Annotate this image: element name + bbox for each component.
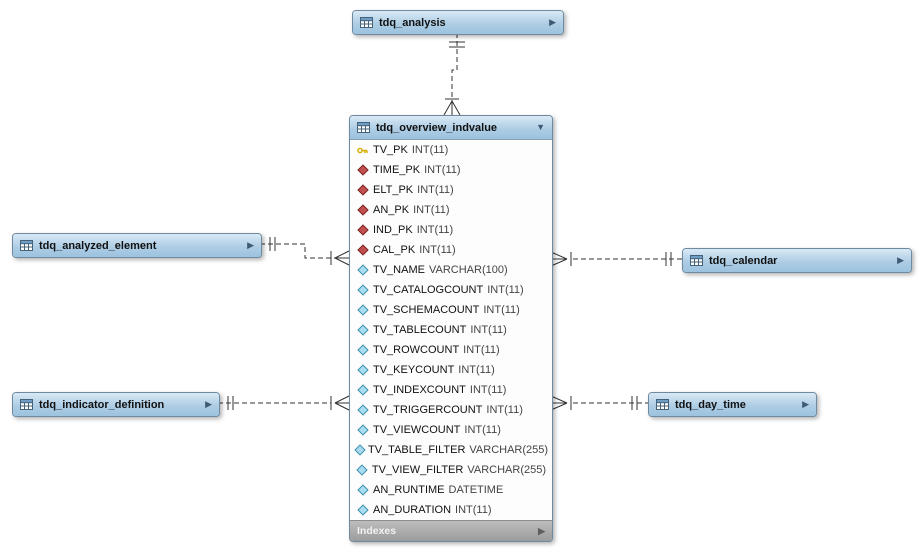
column-row[interactable]: TV_TRIGGERCOUNT INT(11) <box>350 400 552 420</box>
table-tdq-day-time[interactable]: tdq_day_time ▶ <box>648 392 817 417</box>
column-row[interactable]: TV_NAME VARCHAR(100) <box>350 260 552 280</box>
table-header[interactable]: tdq_day_time ▶ <box>649 393 816 416</box>
table-title: tdq_day_time <box>675 398 746 411</box>
column-row[interactable]: AN_PK INT(11) <box>350 200 552 220</box>
table-tdq-overview-indvalue[interactable]: tdq_overview_indvalue ▼ TV_PK INT(11) TI… <box>349 115 553 542</box>
table-tdq-analysis[interactable]: tdq_analysis ▶ <box>352 10 564 35</box>
foreign-key-icon <box>356 184 369 196</box>
column-icon <box>356 264 369 276</box>
expand-arrow-icon[interactable]: ▶ <box>247 240 254 250</box>
relation-analyzed-element-overview[interactable] <box>260 237 350 266</box>
column-icon <box>356 284 369 296</box>
foreign-key-icon <box>356 244 369 256</box>
table-title: tdq_overview_indvalue <box>376 121 498 134</box>
foreign-key-icon <box>356 204 369 216</box>
table-icon <box>357 122 370 133</box>
expand-arrow-icon[interactable]: ▶ <box>205 399 212 409</box>
expand-arrow-icon[interactable]: ▶ <box>802 399 809 409</box>
column-row[interactable]: TV_CATALOGCOUNT INT(11) <box>350 280 552 300</box>
table-title: tdq_analysis <box>379 16 446 29</box>
column-row[interactable]: TV_VIEWCOUNT INT(11) <box>350 420 552 440</box>
table-header[interactable]: tdq_overview_indvalue ▼ <box>350 116 552 140</box>
column-row[interactable]: TV_PK INT(11) <box>350 140 552 160</box>
table-header[interactable]: tdq_calendar ▶ <box>683 249 911 272</box>
relation-indicator-definition-overview[interactable] <box>218 395 350 411</box>
relation-overview-day-time[interactable] <box>550 395 648 411</box>
table-tdq-analyzed-element[interactable]: tdq_analyzed_element ▶ <box>12 233 262 258</box>
column-icon <box>356 464 368 476</box>
column-row[interactable]: TIME_PK INT(11) <box>350 160 552 180</box>
table-icon <box>656 399 669 410</box>
column-icon <box>356 384 369 396</box>
table-title: tdq_analyzed_element <box>39 239 157 252</box>
table-icon <box>20 240 33 251</box>
column-row[interactable]: CAL_PK INT(11) <box>350 240 552 260</box>
foreign-key-icon <box>356 224 369 236</box>
relation-analysis-overview[interactable] <box>443 33 465 116</box>
column-icon <box>356 304 369 316</box>
indexes-section-header[interactable]: Indexes ▶ <box>350 520 552 541</box>
column-icon <box>356 484 369 496</box>
table-icon <box>20 399 33 410</box>
column-row[interactable]: TV_KEYCOUNT INT(11) <box>350 360 552 380</box>
column-icon <box>354 444 366 456</box>
column-icon <box>356 404 369 416</box>
primary-key-icon <box>356 145 369 156</box>
table-header[interactable]: tdq_analyzed_element ▶ <box>13 234 261 257</box>
column-icon <box>356 424 369 436</box>
column-row[interactable]: AN_DURATION INT(11) <box>350 500 552 520</box>
table-title: tdq_indicator_definition <box>39 398 165 411</box>
table-header[interactable]: tdq_indicator_definition ▶ <box>13 393 219 416</box>
relation-overview-calendar[interactable] <box>550 251 682 267</box>
table-title: tdq_calendar <box>709 254 778 267</box>
column-row[interactable]: IND_PK INT(11) <box>350 220 552 240</box>
column-list: TV_PK INT(11) TIME_PK INT(11) ELT_PK INT… <box>350 140 552 520</box>
expand-arrow-icon[interactable]: ▶ <box>897 255 904 265</box>
column-row[interactable]: TV_INDEXCOUNT INT(11) <box>350 380 552 400</box>
column-row[interactable]: TV_ROWCOUNT INT(11) <box>350 340 552 360</box>
table-tdq-calendar[interactable]: tdq_calendar ▶ <box>682 248 912 273</box>
column-row[interactable]: TV_SCHEMACOUNT INT(11) <box>350 300 552 320</box>
expand-arrow-icon[interactable]: ▶ <box>549 17 556 27</box>
collapse-arrow-icon[interactable]: ▼ <box>536 122 545 132</box>
indexes-label: Indexes <box>357 525 397 537</box>
table-tdq-indicator-definition[interactable]: tdq_indicator_definition ▶ <box>12 392 220 417</box>
foreign-key-icon <box>356 164 369 176</box>
column-row[interactable]: TV_TABLECOUNT INT(11) <box>350 320 552 340</box>
column-row[interactable]: ELT_PK INT(11) <box>350 180 552 200</box>
column-icon <box>356 344 369 356</box>
column-row[interactable]: AN_RUNTIME DATETIME <box>350 480 552 500</box>
column-icon <box>356 364 369 376</box>
column-icon <box>356 504 369 516</box>
table-icon <box>690 255 703 266</box>
expand-arrow-icon[interactable]: ▶ <box>538 525 545 536</box>
column-row[interactable]: TV_TABLE_FILTER VARCHAR(255) <box>350 440 552 460</box>
column-icon <box>356 324 369 336</box>
table-header[interactable]: tdq_analysis ▶ <box>353 11 563 34</box>
column-row[interactable]: TV_VIEW_FILTER VARCHAR(255) <box>350 460 552 480</box>
table-icon <box>360 17 373 28</box>
